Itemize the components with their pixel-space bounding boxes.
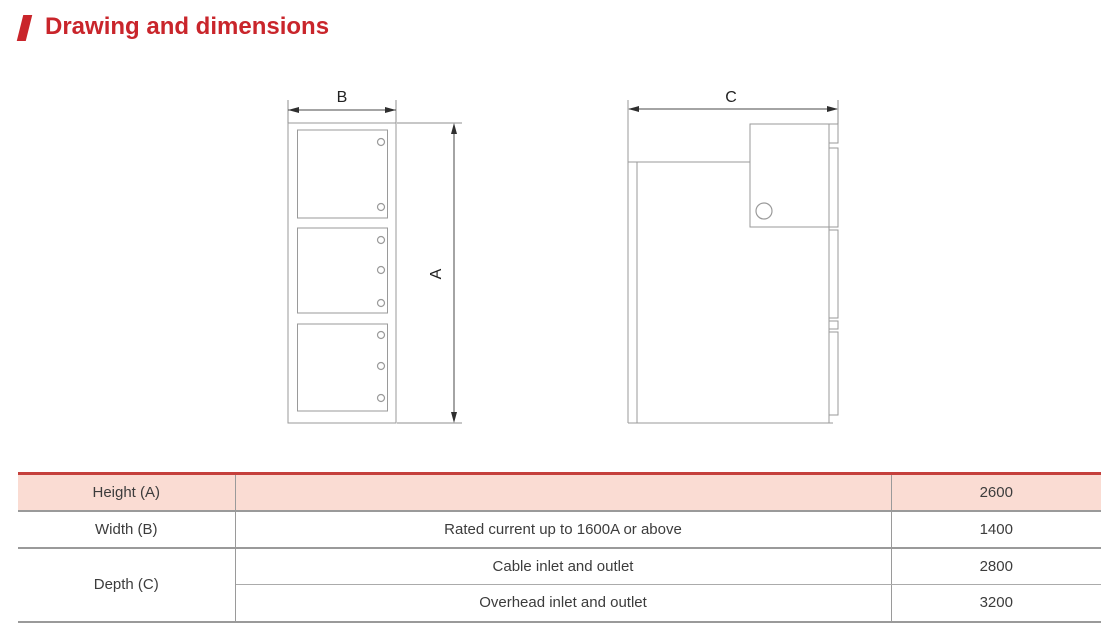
side-view-drawing: C [627, 89, 839, 424]
side-knob [755, 202, 773, 220]
height-dim-label: A [428, 268, 445, 279]
dimension-drawings: B A [287, 89, 839, 424]
depth-dim-label: C [725, 89, 737, 106]
page-header: Drawing and dimensions [16, 13, 330, 41]
row-value-cell: 1400 [891, 510, 1101, 549]
dimension-A: A [397, 122, 462, 424]
row-desc-cell: Rated current up to 1600A or above [235, 510, 892, 549]
front-view-drawing: B A [287, 89, 462, 424]
table-row: Width (B) Rated current up to 1600A or a… [18, 510, 1101, 549]
door-knobs [376, 137, 386, 403]
page-title: Drawing and dimensions [45, 13, 330, 40]
dimensions-table: Height (A) 2600 Width (B) Rated current … [18, 472, 1101, 623]
row-desc-cell: Cable inlet and outlet [235, 547, 892, 585]
table-row: Overhead inlet and outlet 3200 [18, 584, 1101, 623]
table-row: Height (A) 2600 [18, 473, 1101, 512]
row-label-cell: Height (A) [18, 473, 236, 512]
row-label-cell: Depth (C) [18, 547, 236, 623]
row-desc-cell: Overhead inlet and outlet [235, 584, 892, 623]
row-desc-cell [235, 473, 892, 512]
row-value-cell: 2600 [891, 473, 1101, 512]
row-value-cell: 3200 [891, 584, 1101, 623]
width-dim-label: B [337, 89, 348, 106]
row-label-cell: Width (B) [18, 510, 236, 549]
dimension-C: C [628, 89, 839, 124]
rear-rail-segments [828, 123, 839, 416]
table-row: Depth (C) Cable inlet and outlet 2800 [18, 547, 1101, 623]
row-value-cell: 2800 [891, 547, 1101, 585]
dimension-B: B [287, 89, 397, 123]
